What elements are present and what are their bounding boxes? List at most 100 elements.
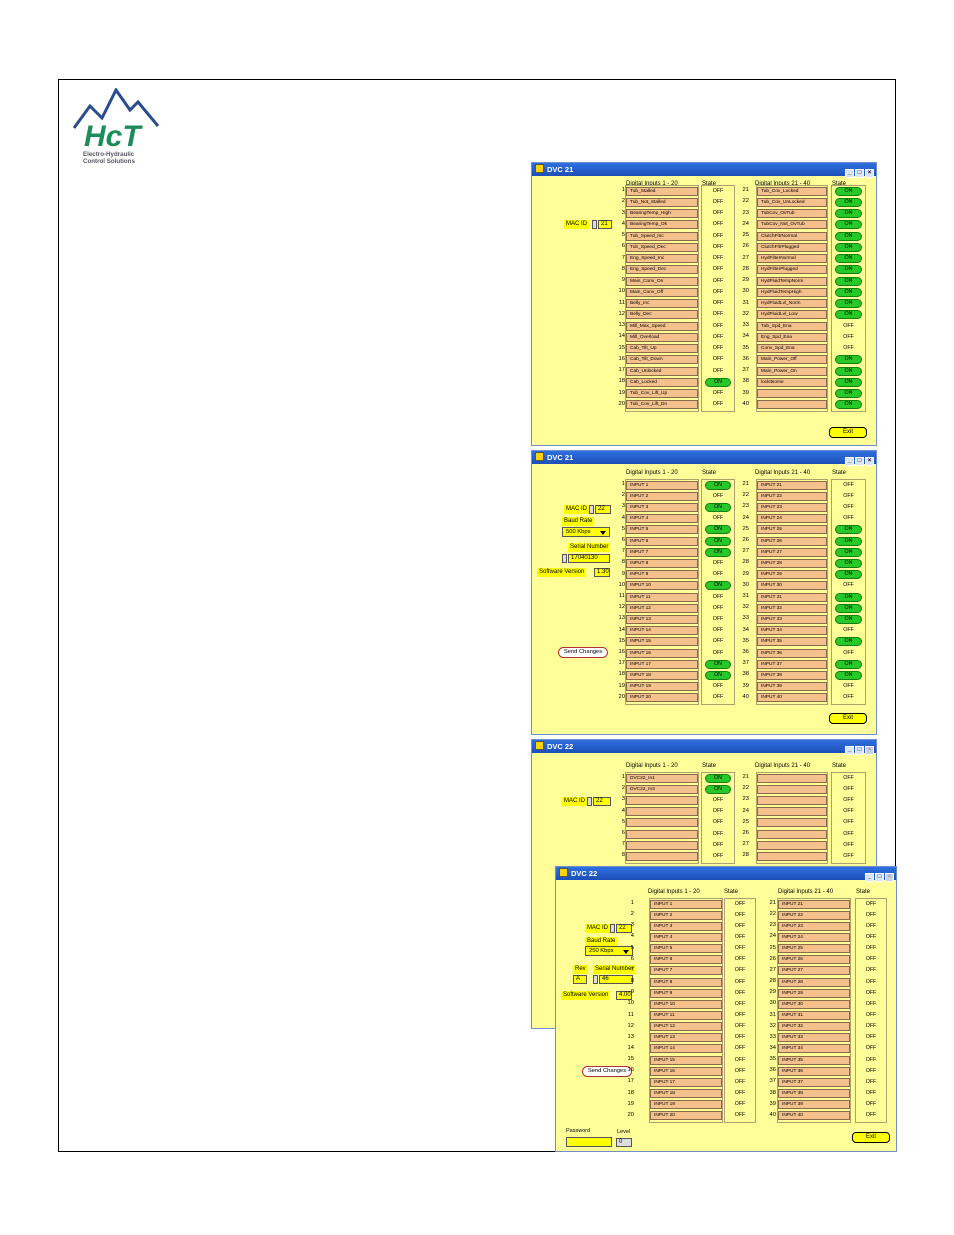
- input-name-field[interactable]: Tub_Not_Stalled: [626, 197, 698, 207]
- title-bar[interactable]: DVC 22 _□×: [556, 867, 896, 882]
- input-name-field[interactable]: INPUT 3: [650, 921, 722, 931]
- input-name-field[interactable]: Belly_Dec: [626, 310, 698, 320]
- input-name-field[interactable]: INPUT 5: [650, 944, 722, 954]
- input-name-field[interactable]: INPUT 22: [778, 910, 850, 920]
- input-name-field[interactable]: INPUT 29: [778, 988, 850, 998]
- input-name-field[interactable]: INPUT 5: [626, 525, 698, 535]
- input-name-field[interactable]: INPUT 7: [650, 966, 722, 976]
- input-name-field[interactable]: INPUT 10: [650, 999, 722, 1009]
- password-field[interactable]: [566, 1137, 612, 1147]
- input-name-field[interactable]: INPUT 16: [650, 1066, 722, 1076]
- input-name-field[interactable]: INPUT 40: [757, 693, 827, 703]
- mac-id-spinner[interactable]: [589, 505, 594, 514]
- input-name-field[interactable]: INPUT 18: [626, 670, 698, 680]
- exit-button[interactable]: Exit: [852, 1132, 890, 1143]
- input-name-field[interactable]: INPUT 37: [757, 659, 827, 669]
- input-name-field[interactable]: INPUT 29: [757, 570, 827, 580]
- input-name-field[interactable]: INPUT 33: [757, 614, 827, 624]
- input-name-field[interactable]: HydFluidLvl_Low: [757, 310, 827, 320]
- baud-rate-select[interactable]: 500 Kbps: [562, 527, 610, 537]
- serial-number-spinner[interactable]: [562, 554, 567, 563]
- input-name-field[interactable]: INPUT 19: [626, 682, 698, 692]
- input-name-field[interactable]: INPUT 31: [757, 592, 827, 602]
- input-name-field[interactable]: INPUT 20: [626, 693, 698, 703]
- input-name-field[interactable]: [757, 795, 827, 805]
- input-name-field[interactable]: INPUT 37: [778, 1077, 850, 1087]
- input-name-field[interactable]: [757, 851, 827, 861]
- input-name-field[interactable]: HydFluidTempHigh: [757, 287, 827, 297]
- dvc21-window-2[interactable]: DVC 21 _□× MAC ID 22 Baud Rate 500 Kbps …: [531, 450, 877, 735]
- input-name-field[interactable]: INPUT 26: [778, 955, 850, 965]
- input-name-field[interactable]: INPUT 39: [778, 1100, 850, 1110]
- input-name-field[interactable]: [626, 829, 698, 839]
- input-name-field[interactable]: [626, 851, 698, 861]
- input-name-field[interactable]: INPUT 1: [650, 899, 722, 909]
- input-name-field[interactable]: Tub_Stalled: [626, 186, 698, 196]
- input-name-field[interactable]: [757, 818, 827, 828]
- input-name-field[interactable]: INPUT 21: [778, 899, 850, 909]
- input-name-field[interactable]: INPUT 14: [626, 626, 698, 636]
- input-name-field[interactable]: INPUT 13: [626, 614, 698, 624]
- close-button[interactable]: ×: [865, 457, 874, 466]
- input-name-field[interactable]: INPUT 12: [650, 1022, 722, 1032]
- input-name-field[interactable]: Main_Power_Off: [757, 355, 827, 365]
- input-name-field[interactable]: Conv_Spd_Ena: [757, 344, 827, 353]
- send-changes-button[interactable]: Send Changes: [582, 1066, 632, 1077]
- close-button[interactable]: ×: [865, 746, 874, 755]
- input-name-field[interactable]: ClutchFltrNormal: [757, 231, 827, 241]
- input-name-field[interactable]: INPUT 15: [626, 637, 698, 647]
- input-name-field[interactable]: DVC22_In3: [626, 784, 698, 794]
- input-name-field[interactable]: INPUT 24: [757, 514, 827, 524]
- input-name-field[interactable]: INPUT 32: [778, 1022, 850, 1032]
- input-name-field[interactable]: [626, 840, 698, 850]
- input-name-field[interactable]: INPUT 34: [757, 626, 827, 636]
- input-name-field[interactable]: INPUT 12: [626, 603, 698, 613]
- input-name-field[interactable]: Main_Conv_Off: [626, 287, 698, 297]
- input-name-field[interactable]: INPUT 32: [757, 603, 827, 613]
- input-name-field[interactable]: INPUT 39: [757, 682, 827, 692]
- input-name-field[interactable]: HydFilterPlugged: [757, 265, 827, 275]
- input-name-field[interactable]: HydFluidLvl_Norm: [757, 299, 827, 308]
- minimize-button[interactable]: _: [845, 169, 854, 178]
- dvc22-window-4[interactable]: DVC 22 _□× MAC ID 22 Baud Rate 250 Kbps …: [555, 866, 897, 1152]
- input-name-field[interactable]: [757, 807, 827, 817]
- input-name-field[interactable]: [757, 389, 827, 398]
- input-name-field[interactable]: Cab_Tilt_Down: [626, 355, 698, 365]
- input-name-field[interactable]: Belly_Inc: [626, 299, 698, 308]
- title-bar[interactable]: DVC 21 _□×: [532, 451, 876, 466]
- mac-id-field[interactable]: 22: [616, 924, 632, 933]
- input-name-field[interactable]: INPUT 4: [650, 932, 722, 942]
- input-name-field[interactable]: INPUT 16: [626, 648, 698, 658]
- input-name-field[interactable]: INPUT 30: [778, 999, 850, 1009]
- input-name-field[interactable]: Tub_Speed_Inc: [626, 231, 698, 241]
- input-name-field[interactable]: INPUT 15: [650, 1055, 722, 1065]
- input-name-field[interactable]: INPUT 19: [650, 1100, 722, 1110]
- input-name-field[interactable]: INPUT 21: [757, 480, 827, 490]
- input-name-field[interactable]: INPUT 17: [626, 659, 698, 669]
- input-name-field[interactable]: INPUT 7: [626, 547, 698, 557]
- input-name-field[interactable]: [626, 807, 698, 817]
- input-name-field[interactable]: [757, 400, 827, 410]
- input-name-field[interactable]: INPUT 24: [778, 932, 850, 942]
- input-name-field[interactable]: Main_Conv_On: [626, 276, 698, 286]
- send-changes-button[interactable]: Send Changes: [558, 647, 608, 658]
- mac-id-spinner[interactable]: [610, 924, 615, 933]
- exit-button[interactable]: Exit: [829, 427, 867, 438]
- input-name-field[interactable]: INPUT 23: [757, 502, 827, 512]
- title-bar[interactable]: DVC 21 _□×: [532, 163, 876, 178]
- maximize-button[interactable]: □: [875, 873, 884, 882]
- input-name-field[interactable]: INPUT 18: [650, 1089, 722, 1099]
- input-name-field[interactable]: [757, 840, 827, 850]
- input-name-field[interactable]: Eng_Speed_Dec: [626, 265, 698, 275]
- input-name-field[interactable]: Tub_Spd_Ena: [757, 321, 827, 331]
- input-name-field[interactable]: Cab_Locked: [626, 377, 698, 387]
- input-name-field[interactable]: INPUT 11: [650, 1011, 722, 1020]
- serial-number-spinner[interactable]: [593, 975, 598, 984]
- input-name-field[interactable]: INPUT 13: [650, 1033, 722, 1043]
- input-name-field[interactable]: INPUT 9: [626, 570, 698, 580]
- rev-field[interactable]: A: [573, 975, 587, 984]
- input-name-field[interactable]: INPUT 11: [626, 592, 698, 602]
- input-name-field[interactable]: Mill_Overload: [626, 332, 698, 342]
- serial-number-field[interactable]: 17040130: [568, 554, 610, 563]
- input-name-field[interactable]: INPUT 14: [650, 1044, 722, 1054]
